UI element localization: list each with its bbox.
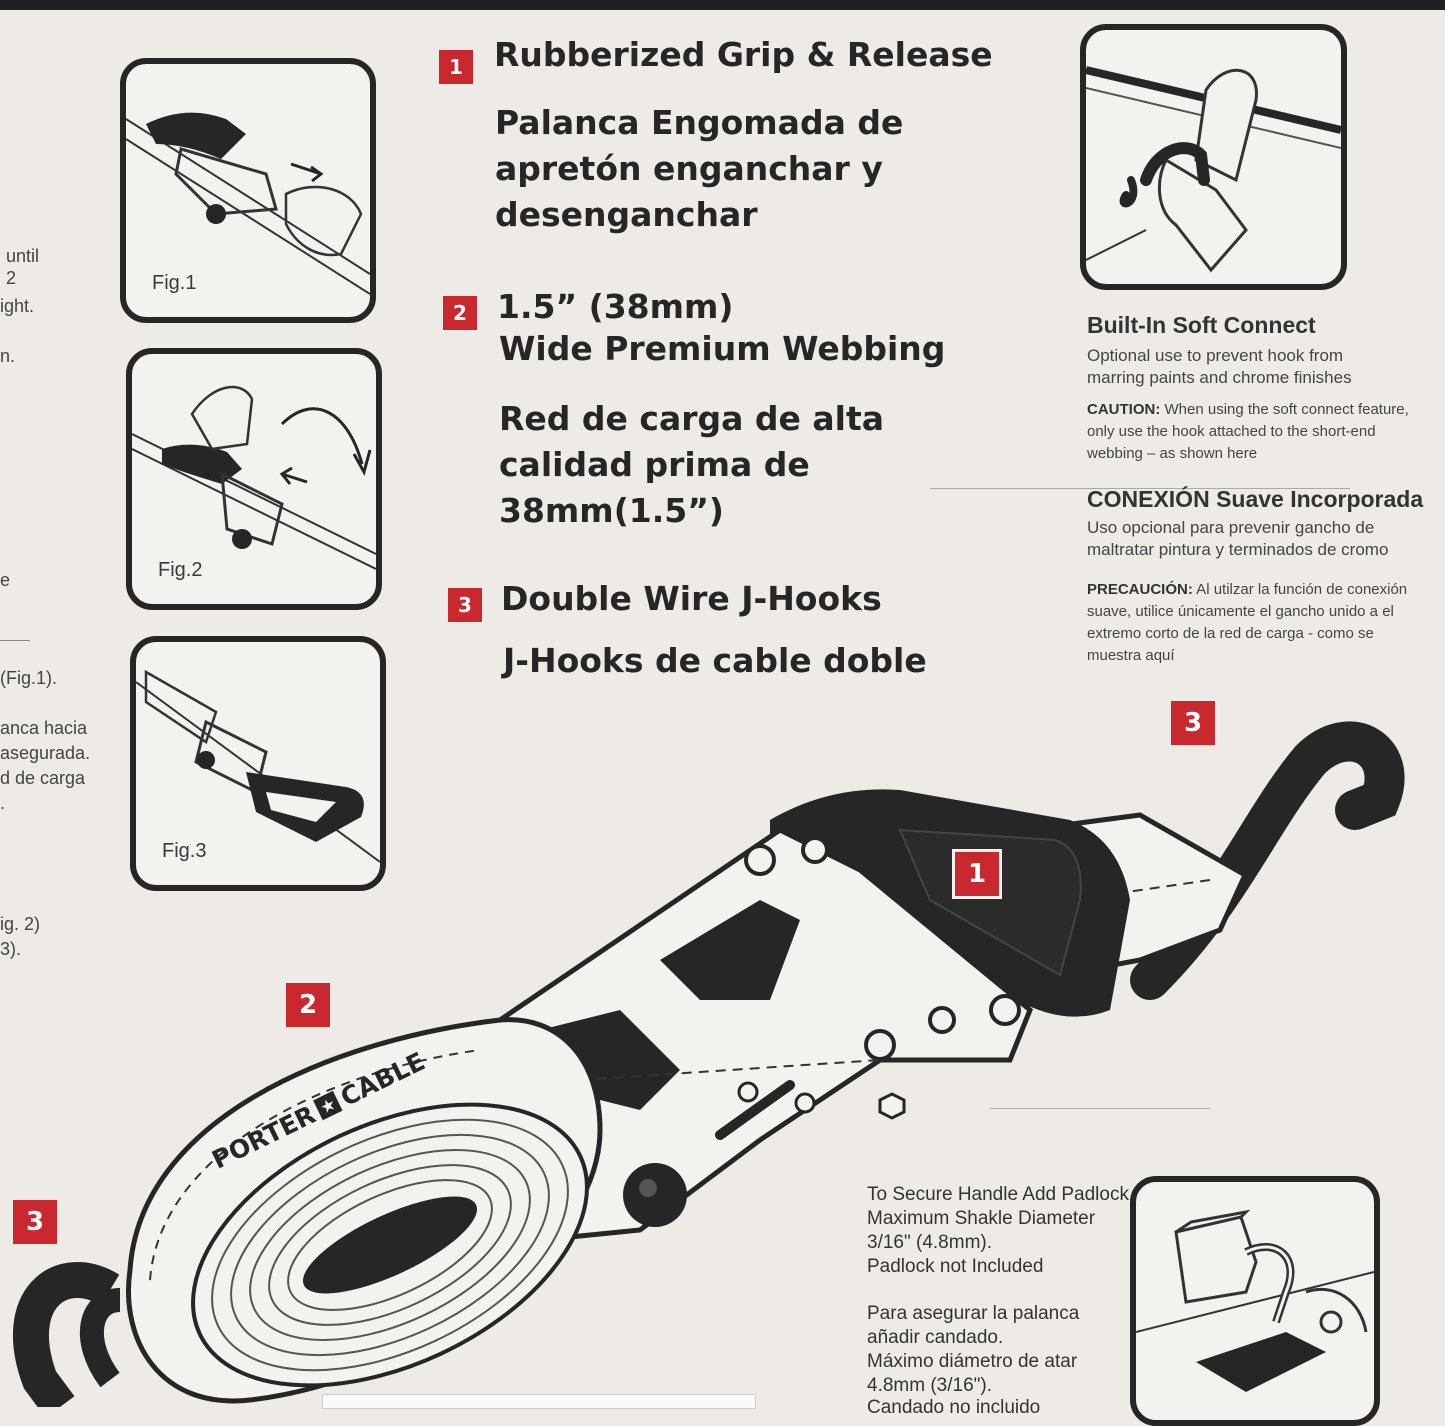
caution-label: CAUTION: bbox=[1087, 401, 1161, 418]
feature-badge-3: 3 bbox=[448, 588, 482, 622]
feature-3-spanish: J-Hooks de cable doble bbox=[503, 641, 927, 680]
feature-badge-2: 2 bbox=[443, 296, 477, 330]
padlock-en-line: To Secure Handle Add Padlock. bbox=[867, 1184, 1135, 1205]
padlock-en-line: Padlock not Included bbox=[867, 1256, 1044, 1277]
caution-line: CAUTION: When using the soft connect fea… bbox=[1087, 401, 1409, 418]
fig-label: Fig.3 bbox=[162, 840, 207, 862]
soft-connect-title: Built-In Soft Connect bbox=[1087, 312, 1316, 338]
edge-text: e bbox=[0, 570, 11, 590]
caution-line: webbing – as shown here bbox=[1087, 445, 1258, 462]
feature-2-spanish-line: calidad prima de bbox=[499, 445, 810, 484]
padlock-panel bbox=[1130, 1176, 1380, 1426]
padlock-es-line: Máximo diámetro de atar bbox=[867, 1351, 1078, 1372]
feature-badge-1: 1 bbox=[439, 50, 473, 84]
feature-3-title: Double Wire J-Hooks bbox=[501, 579, 882, 618]
soft-connect-es-title: CONEXIÓN Suave Incorporada bbox=[1087, 486, 1424, 512]
edge-text: 2 bbox=[6, 268, 17, 288]
padlock-es-line: Para asegurar la palanca bbox=[867, 1303, 1080, 1324]
precaucion-line: PRECAUCIÓN: Al utilzar la función de con… bbox=[1087, 581, 1408, 598]
soft-connect-desc-line: marring paints and chrome finishes bbox=[1087, 368, 1352, 387]
edge-text: ig. 2) bbox=[0, 914, 41, 934]
figure-2-panel: Fig.2 bbox=[126, 348, 382, 610]
callout-badge-webbing: 2 bbox=[286, 983, 330, 1027]
feature-2-spanish-line: 38mm(1.5”) bbox=[499, 491, 725, 530]
ratchet-strap-illustration: ★ PORTER CABLE bbox=[12, 721, 1405, 1407]
edge-text: asegurada. bbox=[0, 743, 91, 763]
precaucion-label: PRECAUCIÓN: bbox=[1087, 581, 1193, 598]
soft-connect-panel bbox=[1080, 24, 1347, 290]
feature-1-spanish-line: desenganchar bbox=[495, 195, 758, 234]
edge-text: d de carga bbox=[0, 768, 86, 788]
precaucion-line: muestra aquí bbox=[1087, 647, 1175, 664]
padlock-es-line: Candado no incluido bbox=[867, 1397, 1041, 1418]
feature-2-spanish-line: Red de carga de alta bbox=[499, 399, 884, 438]
feature-1-spanish-line: apretón enganchar y bbox=[495, 149, 883, 188]
padlock-es-line: añadir candado. bbox=[867, 1327, 1004, 1348]
precaucion-line: extremo corto de la red de carga - como … bbox=[1087, 625, 1374, 642]
fig-label: Fig.1 bbox=[152, 272, 197, 294]
feature-1-spanish-line: Palanca Engomada de bbox=[495, 103, 904, 142]
top-border bbox=[0, 0, 1445, 10]
padlock-es-line: 4.8mm (3/16"). bbox=[867, 1375, 993, 1396]
callout-badge-handle: 1 bbox=[952, 849, 1002, 899]
padlock-illustration bbox=[1136, 1209, 1374, 1392]
soft-connect-hook-illustration bbox=[1086, 66, 1341, 273]
edge-text: . bbox=[0, 793, 6, 813]
precaucion-line: suave, utilice únicamente el gancho unid… bbox=[1087, 603, 1394, 620]
divider bbox=[930, 488, 1350, 489]
caution-line: only use the hook attached to the short-… bbox=[1087, 423, 1376, 440]
feature-2-title-line: Wide Premium Webbing bbox=[499, 329, 946, 368]
feature-2-title-line: 1.5” (38mm) bbox=[497, 287, 734, 326]
soft-connect-es-desc-line: maltratar pintura y terminados de cromo bbox=[1087, 540, 1389, 559]
fig-label: Fig.2 bbox=[158, 559, 203, 581]
soft-connect-desc-line: Optional use to prevent hook from bbox=[1087, 346, 1344, 365]
ratchet-grip-illustration bbox=[126, 112, 370, 295]
edge-text: n. bbox=[0, 346, 16, 366]
figure-3-panel: Fig.3 bbox=[130, 636, 386, 891]
edge-text: 3). bbox=[0, 939, 22, 959]
soft-connect-es-desc-line: Uso opcional para prevenir gancho de bbox=[1087, 518, 1375, 537]
ratchet-release-illustration bbox=[132, 385, 376, 570]
edge-text: until bbox=[6, 246, 40, 266]
edge-text: ight. bbox=[0, 296, 35, 316]
divider bbox=[990, 1108, 1210, 1109]
callout-badge-hook: 3 bbox=[1171, 701, 1215, 745]
edge-rule bbox=[0, 640, 30, 641]
edge-text: (Fig.1). bbox=[0, 668, 58, 688]
figure-1-panel: Fig.1 bbox=[120, 58, 376, 323]
padlock-en-line: Maximum Shakle Diameter bbox=[867, 1208, 1096, 1229]
ratchet-open-illustration bbox=[136, 669, 380, 863]
callout-badge-hook: 3 bbox=[13, 1200, 57, 1244]
padlock-en-line: 3/16" (4.8mm). bbox=[867, 1232, 993, 1253]
feature-1-title: Rubberized Grip & Release bbox=[494, 35, 993, 74]
edge-text: anca hacia bbox=[0, 718, 88, 738]
